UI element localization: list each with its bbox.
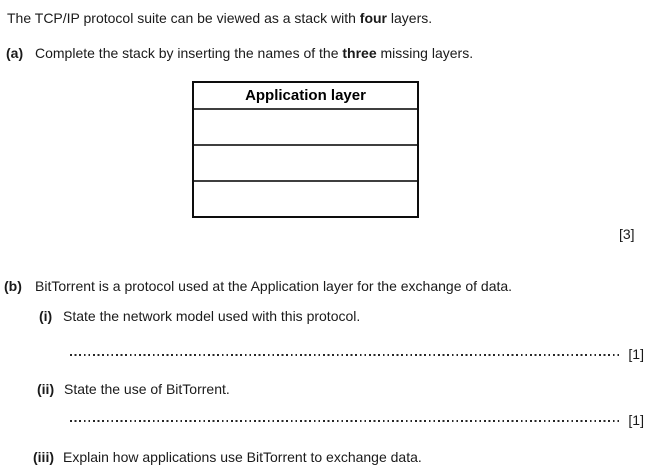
part-b-prompt: BitTorrent is a protocol used at the App… [35,278,513,294]
part-b-i-marks: [1] [628,346,644,362]
intro-text-bold-four: four [359,10,387,26]
part-b-iii-label: (iii) [33,449,54,465]
intro-sentence: The TCP/IP protocol suite can be viewed … [7,10,432,27]
dotted-answer-field-b-i[interactable] [70,354,620,356]
answer-line-b-i: [1] [70,344,644,361]
part-a-marks: [3] [619,226,635,242]
intro-text-pre: The TCP/IP protocol suite can be viewed … [7,10,360,26]
part-b-ii-question: State the use of BitTorrent. [64,381,230,397]
part-a-prompt-bold-three: three [342,45,377,61]
part-b-ii-label: (ii) [37,381,55,397]
stack-empty-row-2[interactable] [194,144,417,180]
tcpip-stack-table: Application layer [192,81,419,218]
part-b-label: (b) [4,278,22,294]
stack-empty-row-1[interactable] [194,108,417,144]
part-b-i-question: State the network model used with this p… [63,308,361,324]
part-a-prompt-post: missing layers. [376,45,474,61]
dotted-answer-field-b-ii[interactable] [70,420,620,422]
part-a-prompt-pre: Complete the stack by inserting the name… [35,45,343,61]
part-b-iii-question: Explain how applications use BitTorrent … [63,449,422,465]
stack-header-application-layer: Application layer [245,87,366,104]
stack-empty-row-3[interactable] [194,180,417,216]
part-a-label: (a) [6,45,24,61]
part-b-i-label: (i) [39,308,53,324]
intro-text-post: layers. [387,10,433,26]
answer-line-b-ii: [1] [70,410,644,427]
part-a-prompt: Complete the stack by inserting the name… [35,45,473,62]
part-b-ii-marks: [1] [628,412,644,428]
